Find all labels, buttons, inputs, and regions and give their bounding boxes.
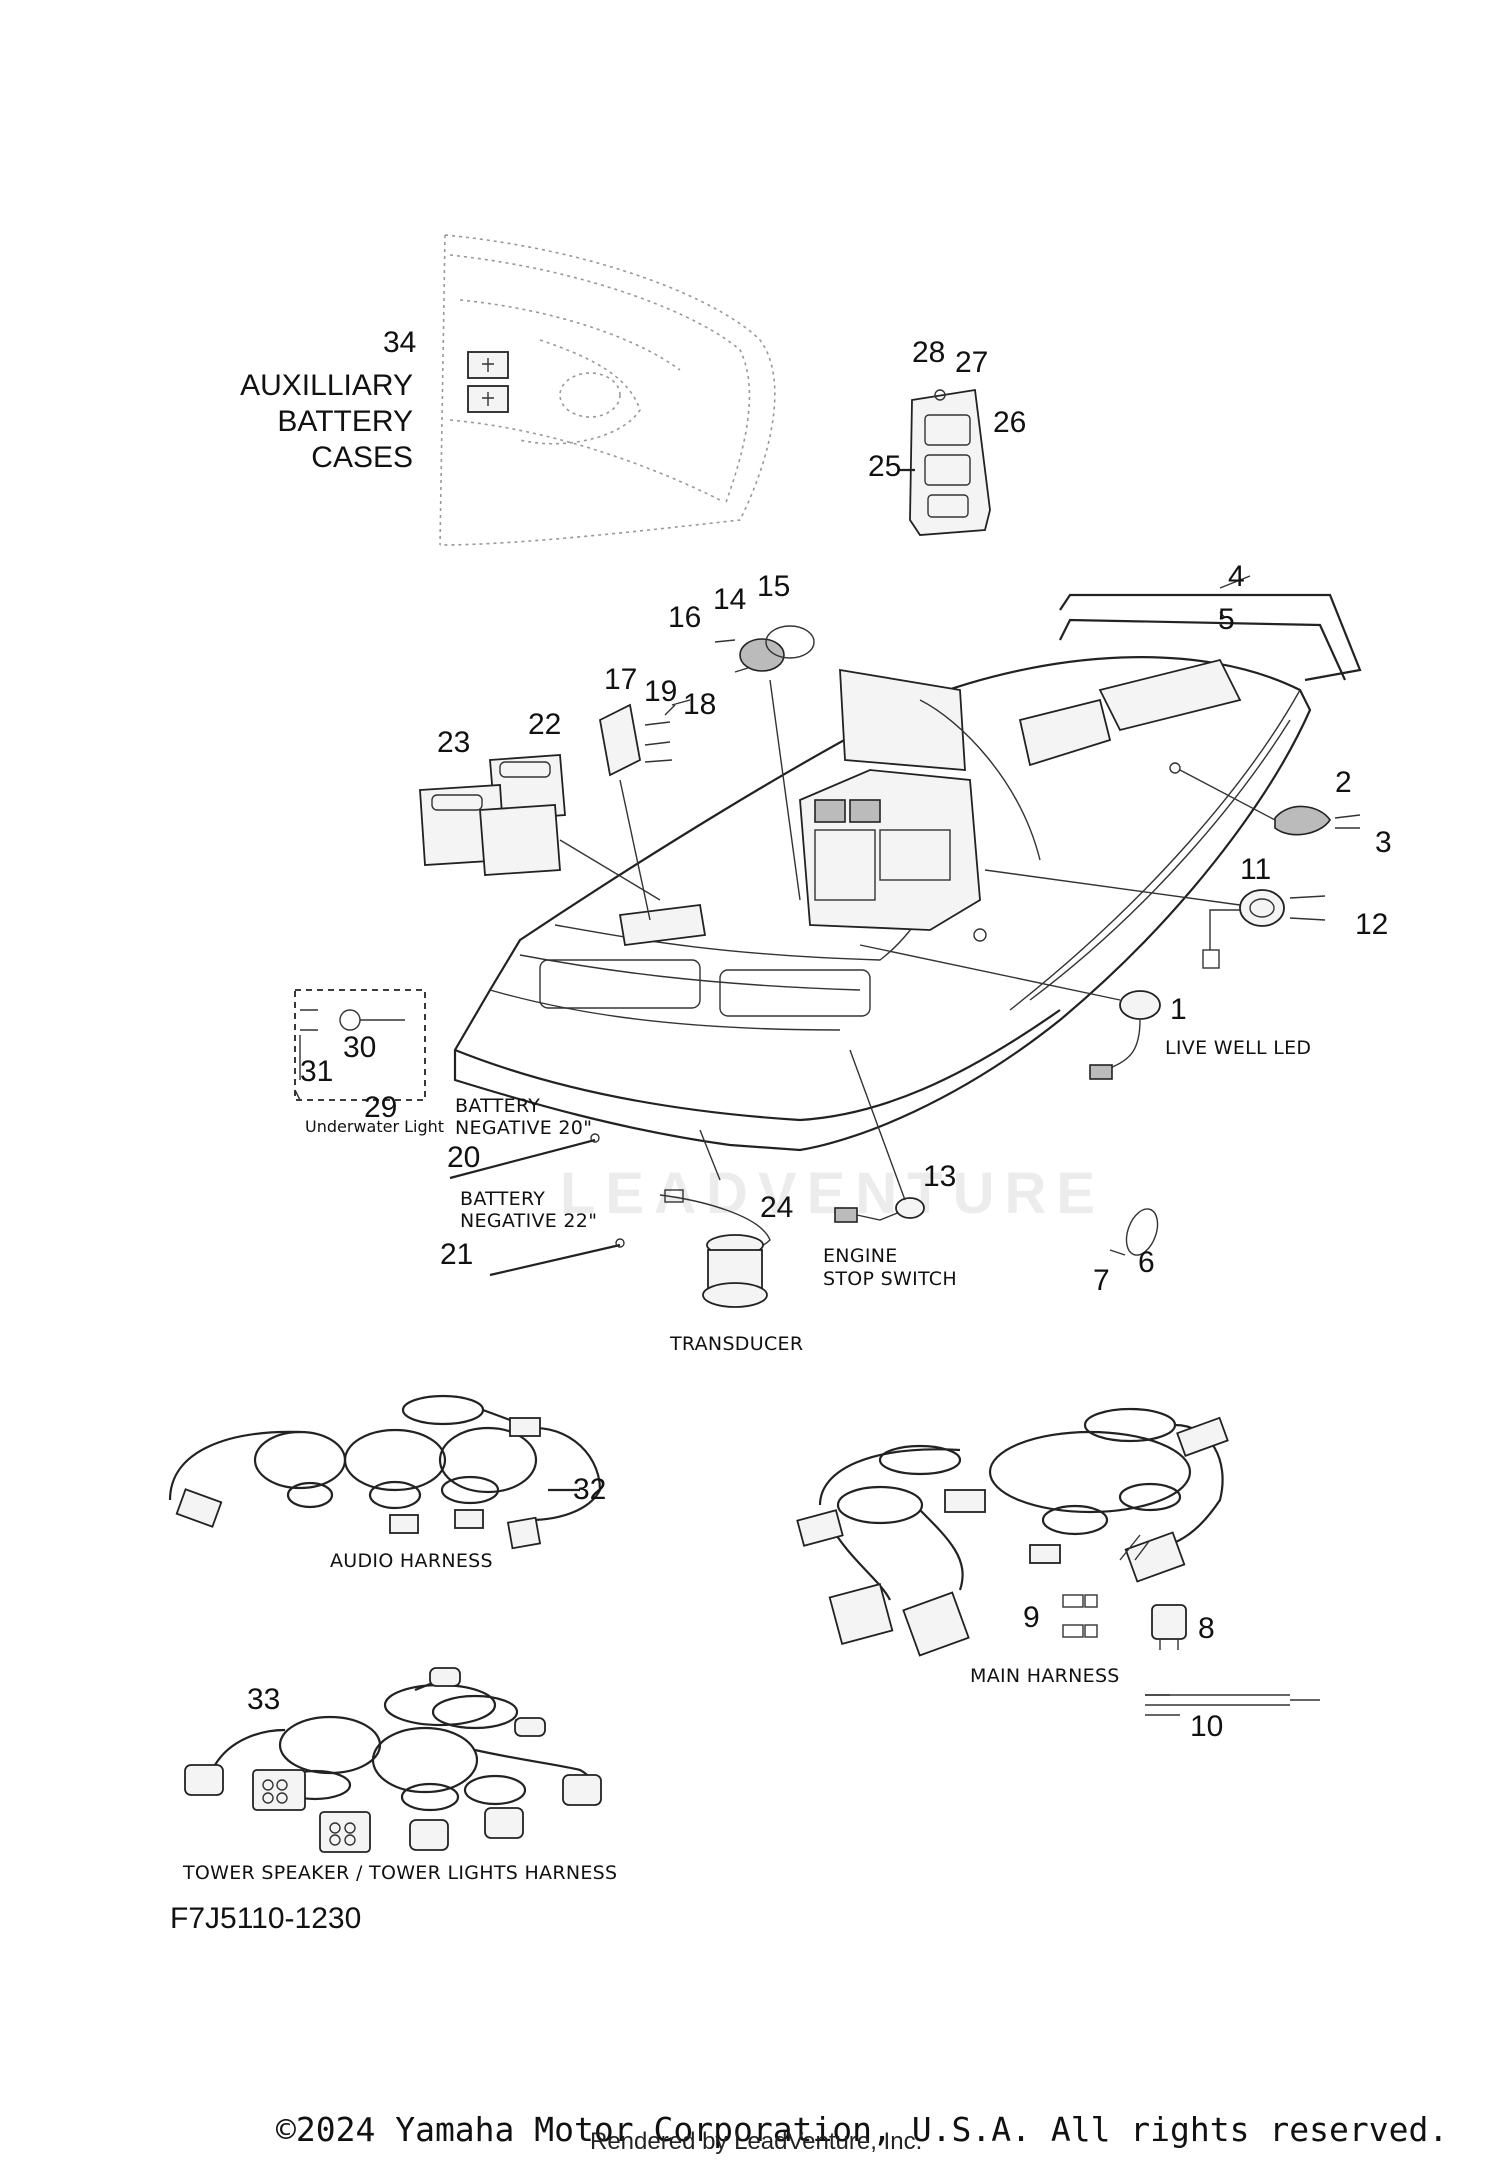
caption-tower-harness: TOWER SPEAKER / TOWER LIGHTS HARNESS (183, 1862, 618, 1884)
boat-hull (453, 656, 1312, 1152)
callout-31: 31 (300, 1055, 334, 1088)
hatch-ring-parts-14-15-16 (714, 625, 815, 901)
deck-outline-ghost (439, 234, 776, 546)
main-harness-parts-8-9-10 (1062, 1594, 1320, 1716)
live-well-led-part-1 (859, 944, 1161, 1080)
electrical-box-part-25 (898, 388, 991, 536)
caption-underwater-light: Underwater Light (305, 1117, 445, 1136)
battery-negative-cables (449, 1133, 625, 1277)
callout-11: 11 (1240, 853, 1272, 886)
callout-12: 12 (1355, 908, 1389, 941)
caption-cases: CASES (311, 441, 413, 474)
main-harness-drawing (796, 1407, 1229, 1657)
callout-15: 15 (757, 570, 791, 603)
watermark-text: LEADVENTURE (560, 1161, 1106, 1226)
caption-transducer: TRANSDUCER (670, 1333, 804, 1355)
callout-24: 24 (760, 1191, 794, 1224)
callout-23: 23 (437, 726, 471, 759)
callout-22: 22 (528, 708, 562, 741)
aux-battery-case-icons (467, 351, 509, 413)
caption-battery: BATTERY (277, 405, 413, 438)
callout-3: 3 (1375, 826, 1392, 859)
callout-34: 34 (383, 326, 417, 359)
part-2-3 (1179, 769, 1361, 836)
lanyard-part-6-7 (1109, 1208, 1159, 1256)
underwater-light-box (294, 989, 426, 1101)
callout-9: 9 (1023, 1601, 1040, 1634)
callout-13: 13 (923, 1160, 957, 1193)
callout-17: 17 (604, 663, 638, 696)
tower-bars (1059, 575, 1362, 682)
callout-32: 32 (573, 1473, 607, 1506)
callout-25: 25 (868, 450, 902, 483)
callout-21: 21 (440, 1238, 474, 1271)
parts-code: F7J5110-1230 (170, 1902, 362, 1935)
caption-battery-negative-20-line1: BATTERY (455, 1095, 541, 1117)
callout-19: 19 (644, 675, 678, 708)
callout-2: 2 (1335, 766, 1352, 799)
caption-stop-switch: STOP SWITCH (823, 1268, 957, 1290)
callout-5: 5 (1218, 603, 1235, 636)
caption-live-well-led: LIVE WELL LED (1165, 1037, 1312, 1059)
callout-27: 27 (955, 346, 989, 379)
caption-engine: ENGINE (823, 1245, 898, 1267)
callout-8: 8 (1198, 1612, 1215, 1645)
caption-auxilliary: AUXILLIARY (240, 369, 413, 402)
callout-6: 6 (1138, 1246, 1155, 1279)
callout-16: 16 (668, 601, 702, 634)
battery-parts-22-23 (419, 754, 661, 901)
callout-30: 30 (343, 1031, 377, 1064)
caption-battery-negative-22-line1: BATTERY (460, 1188, 546, 1210)
audio-harness-drawing (168, 1394, 602, 1550)
tower-harness-drawing (184, 1667, 602, 1853)
callout-28: 28 (912, 336, 946, 369)
callout-10: 10 (1190, 1710, 1224, 1743)
callout-29: 29 (364, 1091, 398, 1124)
copyright-notice: ©2024 Yamaha Motor Corporation, U.S.A. A… (276, 2110, 1449, 2149)
callout-26: 26 (993, 406, 1027, 439)
callout-7: 7 (1093, 1264, 1110, 1297)
callout-18: 18 (683, 688, 717, 721)
callout-1: 1 (1170, 993, 1187, 1026)
caption-battery-negative-20-line2: NEGATIVE 20" (455, 1117, 593, 1139)
transducer-part-24 (659, 1129, 771, 1308)
switch-panel-part-17 (598, 699, 691, 921)
caption-battery-negative-22-line2: NEGATIVE 22" (460, 1210, 598, 1232)
part-11-12 (984, 869, 1326, 969)
callout-20: 20 (447, 1141, 481, 1174)
rendered-by-notice: Rendered by LeadVenture, Inc. (590, 2128, 923, 2155)
callout-14: 14 (713, 583, 747, 616)
caption-main-harness: MAIN HARNESS (970, 1665, 1120, 1687)
callout-4: 4 (1228, 560, 1245, 593)
callout-33: 33 (247, 1683, 281, 1716)
engine-stop-switch-part-13 (834, 1049, 925, 1223)
caption-audio-harness: AUDIO HARNESS (330, 1550, 493, 1572)
